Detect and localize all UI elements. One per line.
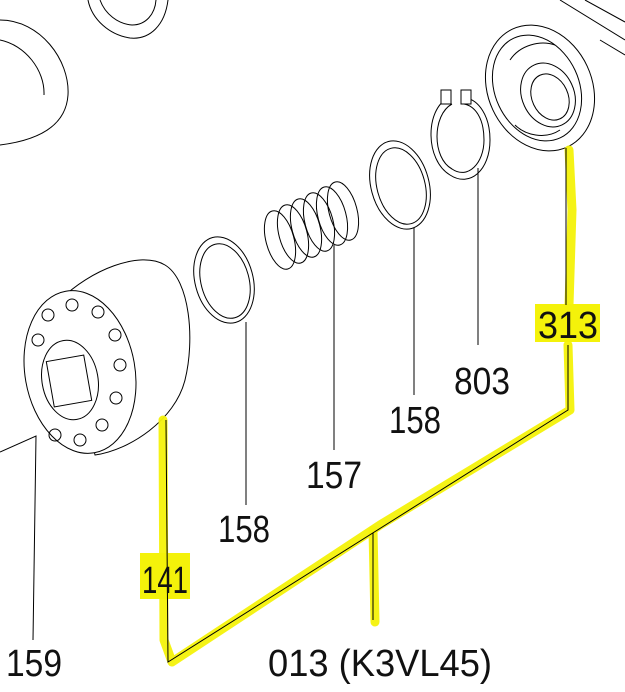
partial-housing-top-left bbox=[0, 19, 69, 146]
label-158-lower: 158 bbox=[218, 509, 270, 551]
highlight-box-141 bbox=[140, 553, 190, 599]
washer-158-upper bbox=[369, 140, 431, 230]
label-158-upper: 158 bbox=[389, 400, 441, 442]
spring-157 bbox=[263, 181, 360, 270]
snap-ring-803 bbox=[430, 89, 491, 180]
highlight-box-313 bbox=[535, 304, 600, 342]
label-159: 159 bbox=[6, 643, 62, 685]
label-157: 157 bbox=[306, 455, 362, 497]
label-141: 141 bbox=[142, 560, 188, 602]
label-013-assembly: 013 (K3VL45) bbox=[268, 643, 492, 685]
washer-158-lower bbox=[193, 236, 255, 324]
label-803: 803 bbox=[454, 361, 510, 403]
highlight-markup bbox=[140, 145, 600, 667]
partial-part-top bbox=[87, 0, 625, 56]
cylinder-block-141 bbox=[23, 259, 191, 456]
leader-lines bbox=[0, 148, 569, 663]
valve-plate-313 bbox=[484, 24, 596, 152]
label-313: 313 bbox=[538, 305, 598, 347]
